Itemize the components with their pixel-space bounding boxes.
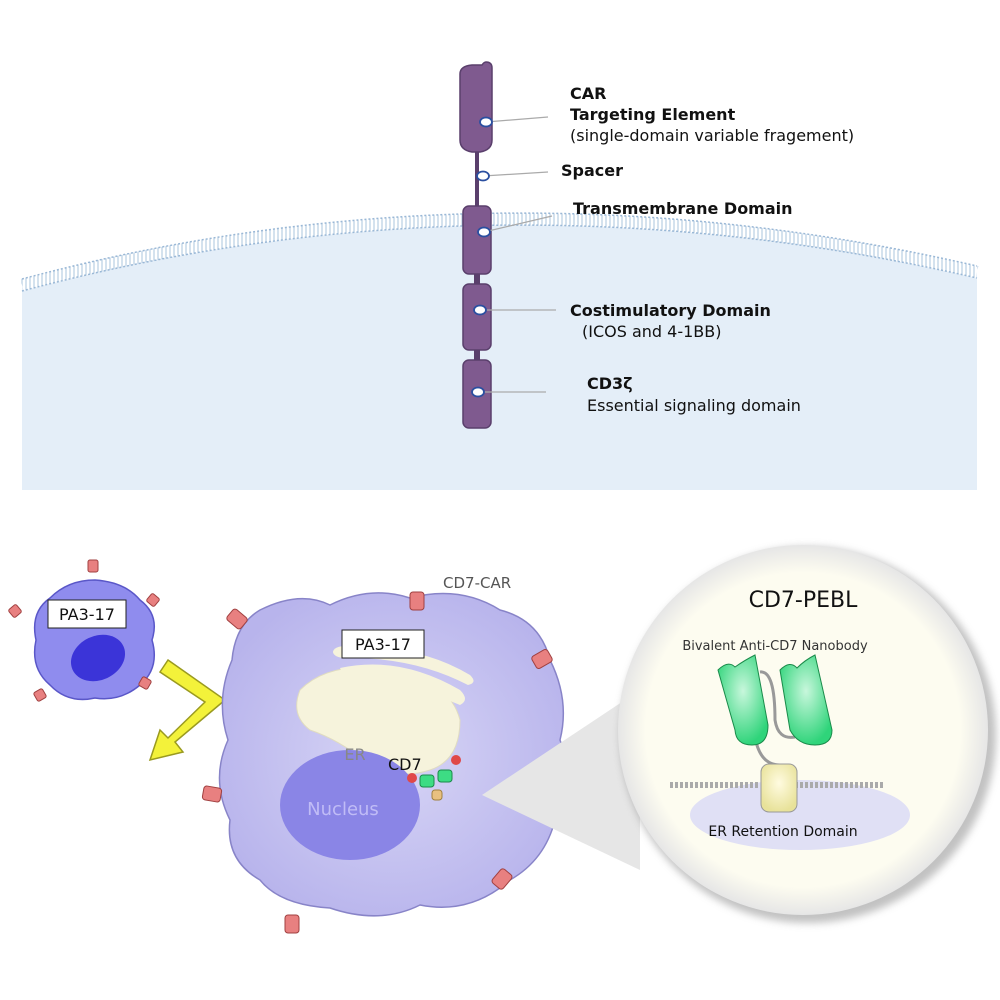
- big-cell-label: PA3-17: [355, 635, 411, 654]
- car-panel: CAR Targeting Element (single-domain var…: [20, 61, 979, 491]
- small-cell-label: PA3-17: [59, 605, 115, 624]
- spacer-label: Spacer: [561, 161, 623, 180]
- er-label: ER: [344, 745, 365, 764]
- pebl-title: CD7-PEBL: [749, 588, 858, 613]
- cd7-car-label: CD7-CAR: [443, 574, 511, 592]
- cd7-car-receptors: [201, 591, 553, 934]
- cd7-label: CD7: [388, 755, 422, 774]
- big-cell-label-box: [341, 629, 425, 659]
- costimulatory-label: Costimulatory Domain: [570, 301, 771, 320]
- small-pa3-17-cell: PA3-17: [8, 559, 160, 702]
- cell-membrane: [20, 213, 979, 291]
- nanobody-left: [717, 654, 769, 746]
- cd3z-label: CD3ζ: [587, 374, 633, 393]
- car-title: CAR: [570, 84, 606, 103]
- nanobody-label: Bivalent Anti-CD7 Nanobody: [682, 639, 868, 654]
- targeting-element-label: Targeting Element: [570, 105, 736, 124]
- nanobody-right: [779, 654, 833, 746]
- nucleus: [280, 750, 420, 860]
- retention-label: ER Retention Domain: [708, 824, 857, 840]
- targeting-element-sub: (single-domain variable fragement): [570, 126, 854, 145]
- small-cell-label-box: [47, 599, 127, 629]
- er-retention-domain: [760, 763, 798, 813]
- targeting-element-domain: [459, 61, 493, 153]
- costimulatory-domain: [462, 283, 492, 351]
- nucleus-label: Nucleus: [307, 799, 379, 820]
- big-pa3-17-cell: Nucleus ER CD7 PA3-17 CD7-CAR: [201, 574, 568, 934]
- cd7-pebl-complex-small: [407, 755, 461, 801]
- zoom-cone: [482, 690, 640, 870]
- transmembrane-label: Transmembrane Domain: [573, 199, 793, 218]
- small-cell-nucleus: [70, 634, 126, 682]
- transmembrane-domain: [462, 205, 492, 275]
- cd7-pebl-inset: CD7-PEBL Bivalent Anti-CD7 Nanobody ER R…: [618, 545, 996, 923]
- cd3z-sub: Essential signaling domain: [587, 396, 801, 415]
- costimulatory-sub: (ICOS and 4-1BB): [582, 322, 721, 341]
- cytoplasm: [22, 219, 977, 491]
- arrow-icon: [148, 658, 227, 762]
